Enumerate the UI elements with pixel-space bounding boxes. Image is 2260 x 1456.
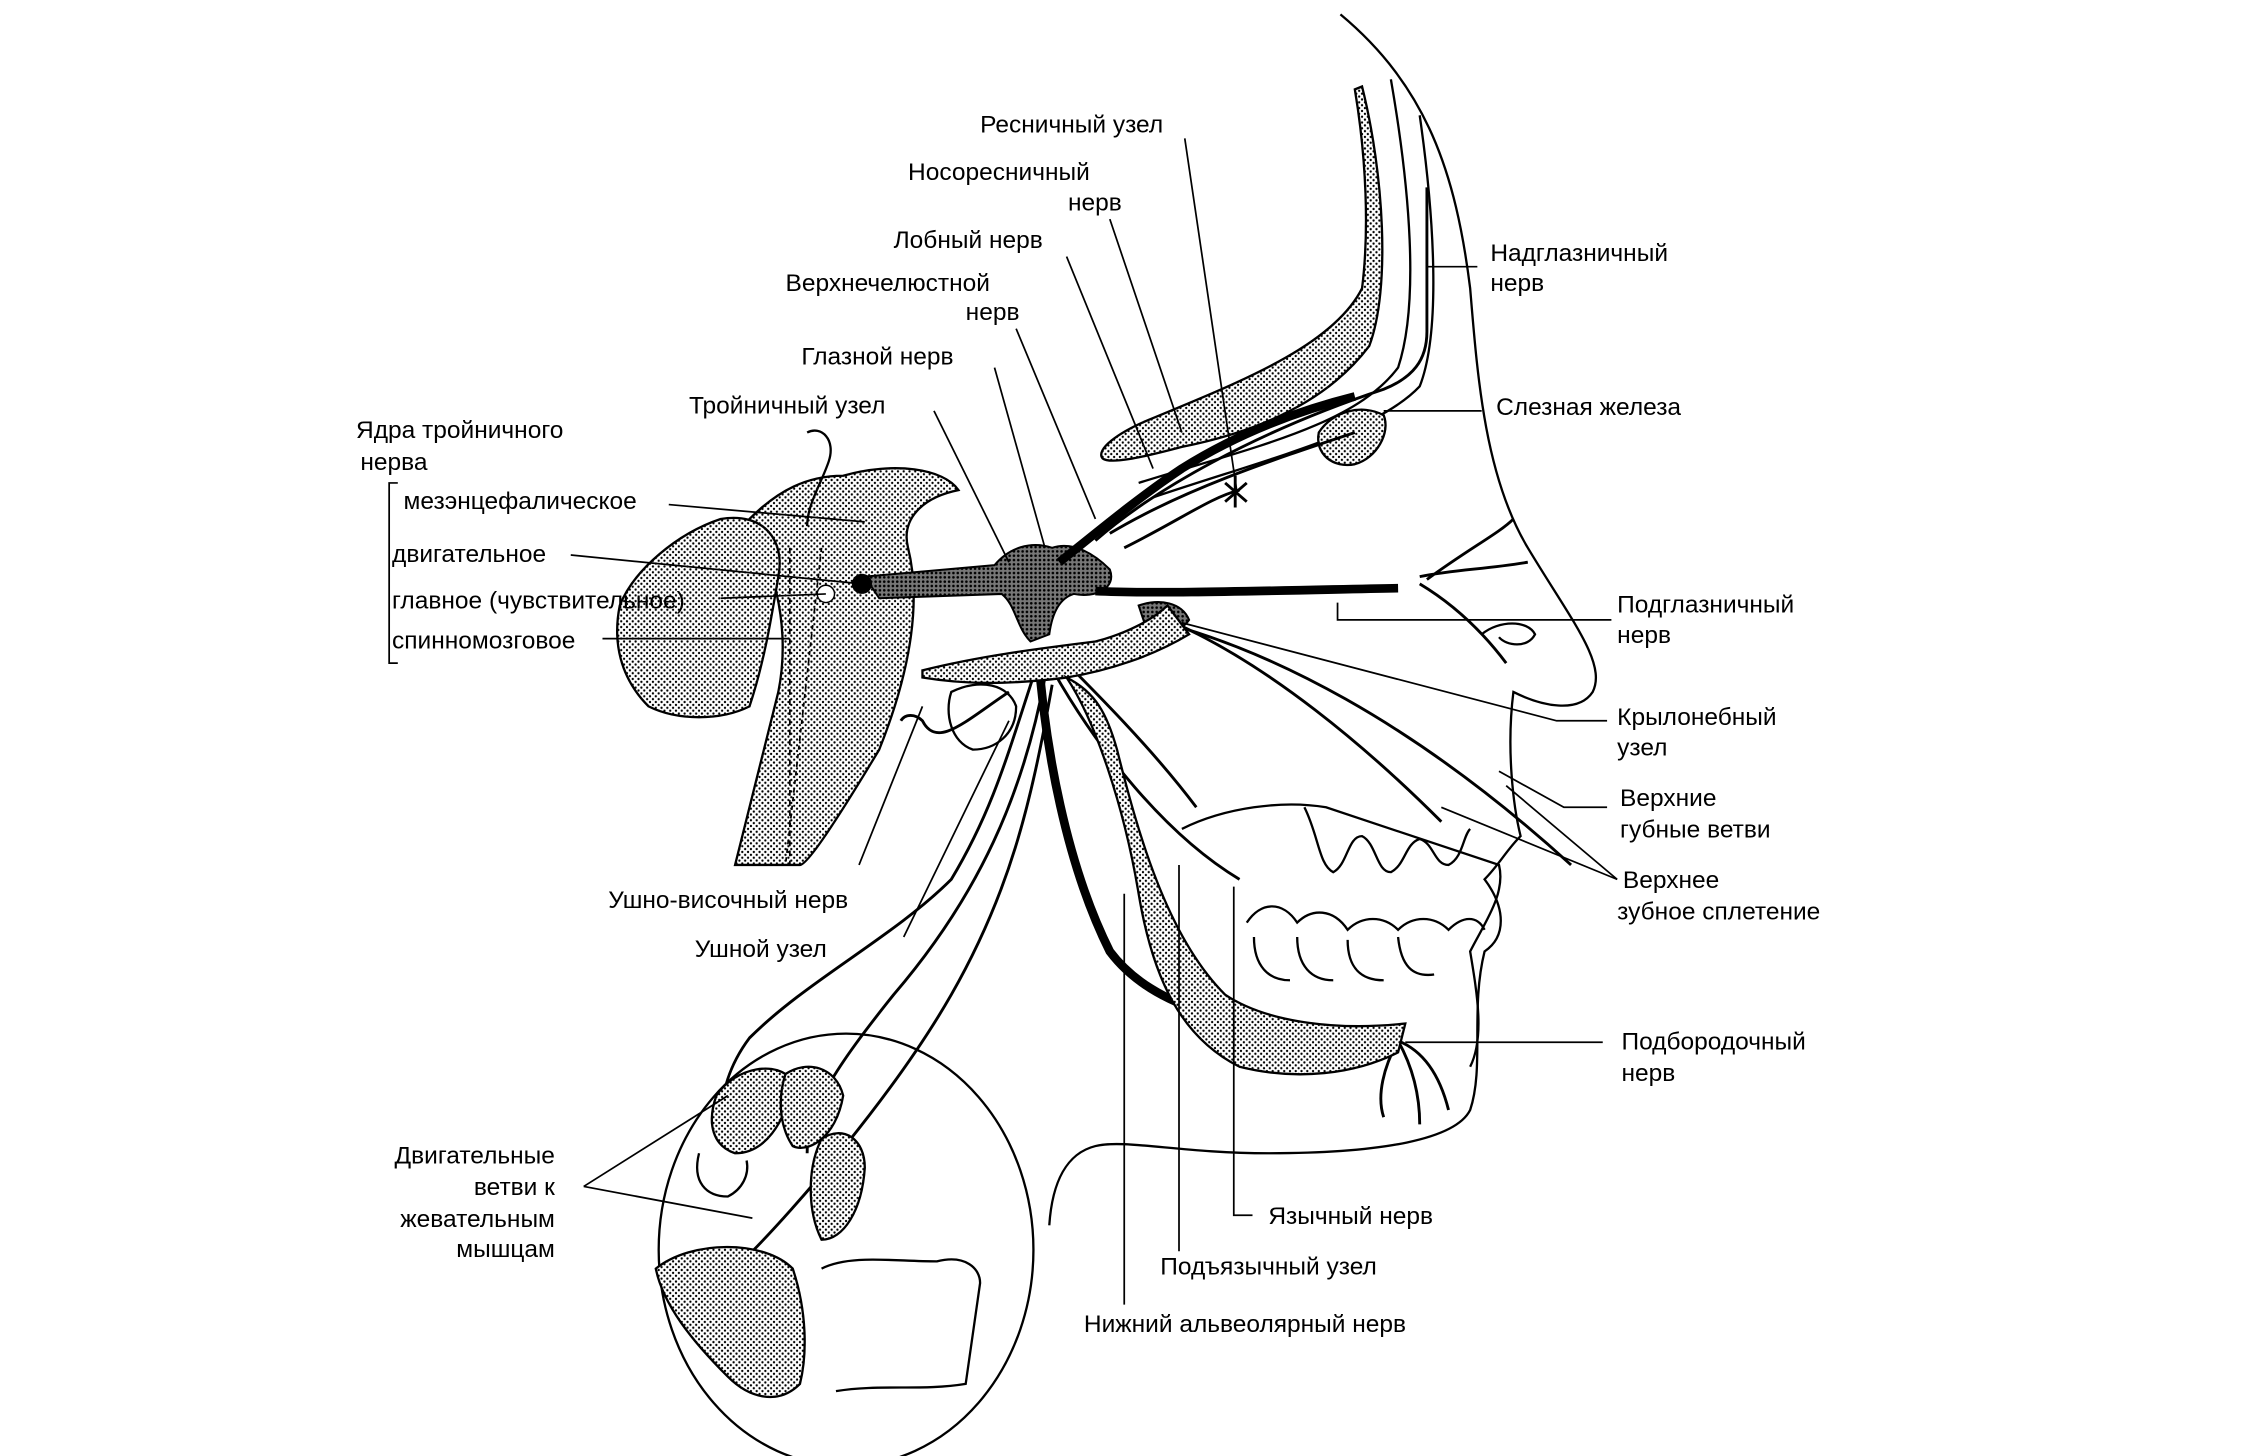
label-frontal-nerve: Лобный нерв	[894, 227, 1043, 254]
label-mental-nerve-2: нерв	[1621, 1060, 1675, 1087]
label-infraorbital-nerve: Подглазничный	[1617, 592, 1794, 619]
maxilla-and-mandible	[921, 603, 1502, 1076]
label-nucleus-mesencephalic: мезэнцефалическое	[404, 488, 637, 515]
label-upper-labial-branches-2: губные ветви	[1620, 817, 1771, 844]
label-nasociliary-nerve: Носоресничный	[908, 159, 1090, 186]
lacrimal-gland	[1317, 408, 1387, 467]
label-upper-labial-branches: Верхние	[1620, 785, 1716, 812]
face-profile	[1048, 13, 1598, 1226]
label-motor-branches-4: мышцам	[456, 1236, 555, 1263]
label-mental-nerve: Подбородочный	[1621, 1028, 1805, 1055]
label-upper-dental-plexus: Верхнее	[1623, 867, 1719, 894]
label-pterygopalatine-ganglion-2: узел	[1617, 734, 1667, 761]
label-submandibular-ganglion: Подъязычный узел	[1160, 1253, 1377, 1280]
label-upper-dental-plexus-2: зубное сплетение	[1617, 899, 1820, 926]
label-nuclei-title: Ядра тройничного	[356, 417, 563, 444]
skull-frontal-bone	[1100, 79, 1435, 499]
leader-lines	[388, 138, 1618, 1305]
label-ophthalmic-nerve: Глазной нерв	[801, 344, 953, 371]
label-inferior-alveolar-nerve: Нижний альвеолярный нерв	[1084, 1311, 1406, 1338]
label-nucleus-main: главное (чувствительное)	[392, 587, 685, 614]
brainstem	[616, 429, 961, 867]
label-motor-branches-3: жевательным	[400, 1206, 555, 1233]
label-supraorbital-nerve-2: нерв	[1490, 270, 1544, 297]
label-ciliary-ganglion: Ресничный узел	[980, 112, 1163, 139]
teeth	[1245, 806, 1486, 982]
label-maxillary-nerve: Верхнечелюстной	[786, 270, 990, 297]
label-maxillary-nerve-2: нерв	[966, 299, 1020, 326]
label-nucleus-spinal: спинномозговое	[392, 628, 575, 655]
label-motor-branches-2: ветви к	[474, 1174, 555, 1201]
label-infraorbital-nerve-2: нерв	[1617, 622, 1671, 649]
label-lingual-nerve: Язычный нерв	[1268, 1203, 1433, 1230]
label-pterygopalatine-ganglion: Крылонебный	[1617, 704, 1776, 731]
trigeminal-ganglion	[816, 544, 1113, 643]
label-nasociliary-nerve-2: нерв	[1068, 189, 1122, 216]
label-nucleus-motor: двигательное	[392, 541, 546, 568]
label-trigeminal-ganglion: Тройничный узел	[689, 393, 885, 420]
labels: Ресничный узел Носоресничный нерв Лобный…	[356, 112, 1820, 1338]
label-lacrimal-gland: Слезная железа	[1496, 394, 1681, 421]
label-motor-branches: Двигательные	[395, 1142, 555, 1169]
inset-masticatory-muscles	[654, 1032, 1035, 1456]
label-nuclei-title-2: нерва	[360, 449, 428, 476]
label-otic-ganglion: Ушной узел	[695, 936, 827, 963]
label-auriculotemporal-nerve: Ушно-височный нерв	[608, 887, 848, 914]
label-supraorbital-nerve: Надглазничный	[1490, 240, 1668, 267]
